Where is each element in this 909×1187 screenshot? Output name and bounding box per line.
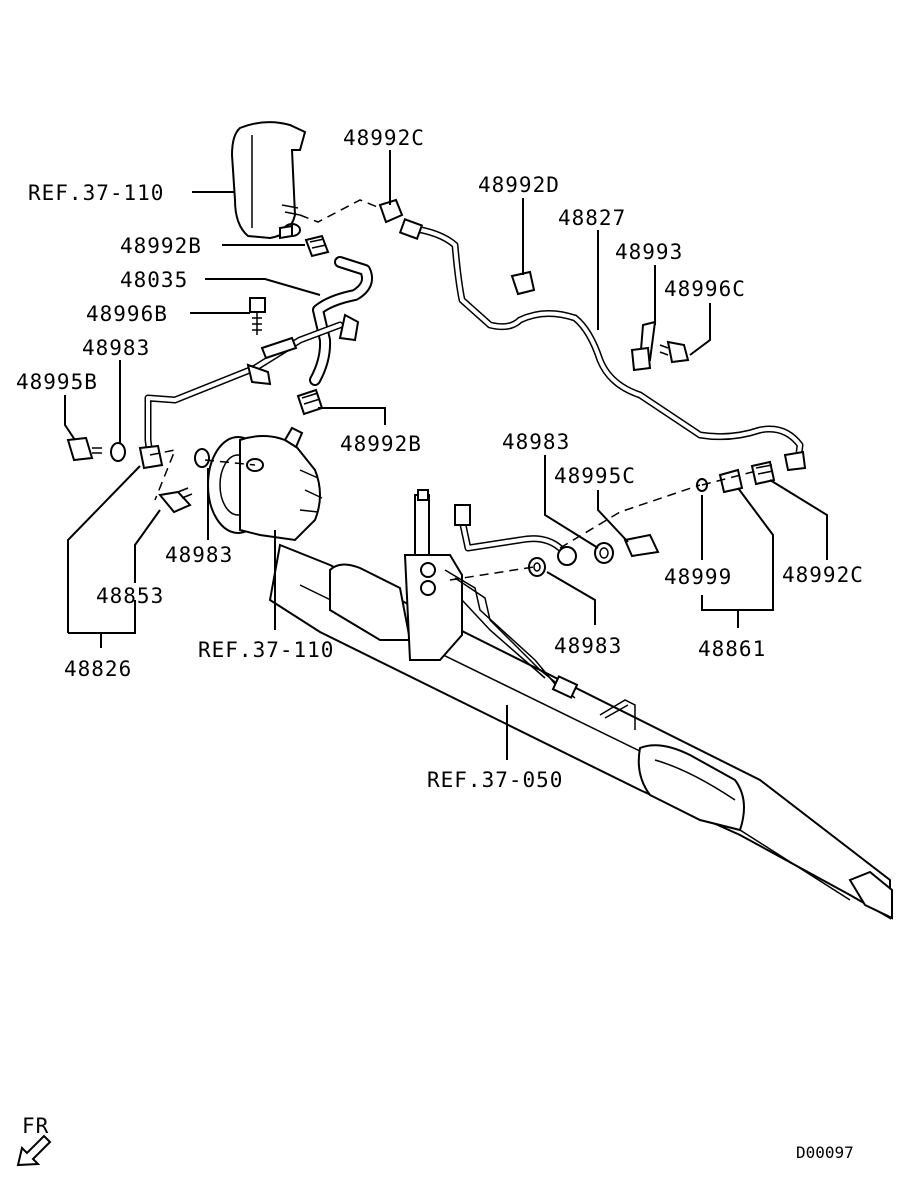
label-48996b: 48996B <box>86 302 168 326</box>
leader-lines <box>64 150 828 760</box>
label-48992b-mid: 48992B <box>340 432 422 456</box>
front-direction-arrow-icon <box>16 1134 52 1167</box>
label-48853: 48853 <box>96 584 164 608</box>
label-48983-left: 48983 <box>82 336 150 360</box>
label-48995b: 48995B <box>16 370 98 394</box>
pressure-hose-48826 <box>138 313 564 552</box>
steering-gear-rack <box>268 489 893 920</box>
label-ref-37-110-top: REF.37-110 <box>28 181 164 205</box>
label-48999: 48999 <box>664 565 732 589</box>
front-direction-label: FR <box>22 1114 49 1138</box>
label-48993: 48993 <box>615 240 683 264</box>
label-48992d: 48992D <box>478 173 560 197</box>
label-48992b-top: 48992B <box>120 234 202 258</box>
return-hose-48827 <box>398 218 807 472</box>
diagram-id: D00097 <box>796 1143 854 1162</box>
label-48992c-right: 48992C <box>782 563 864 587</box>
reservoir-tank <box>230 121 307 240</box>
label-48983-lower: 48983 <box>554 634 622 658</box>
label-48983-mid: 48983 <box>165 543 233 567</box>
label-48992c-top: 48992C <box>343 126 425 150</box>
power-steering-pump <box>207 426 323 542</box>
suction-hose-48035 <box>309 256 373 386</box>
label-48826: 48826 <box>64 657 132 681</box>
label-48827: 48827 <box>558 206 626 230</box>
label-48035: 48035 <box>120 268 188 292</box>
part-labels: REF.37-110 48992C 48992D 48827 48993 489… <box>16 126 864 792</box>
label-ref-37-050: REF.37-050 <box>427 768 563 792</box>
label-48861: 48861 <box>698 637 766 661</box>
small-parts <box>66 198 776 577</box>
front-direction-indicator: FR <box>16 1114 52 1167</box>
label-48996c: 48996C <box>664 277 746 301</box>
label-48983-right: 48983 <box>502 430 570 454</box>
label-48995c: 48995C <box>554 464 636 488</box>
label-ref-37-110-bottom: REF.37-110 <box>198 638 334 662</box>
